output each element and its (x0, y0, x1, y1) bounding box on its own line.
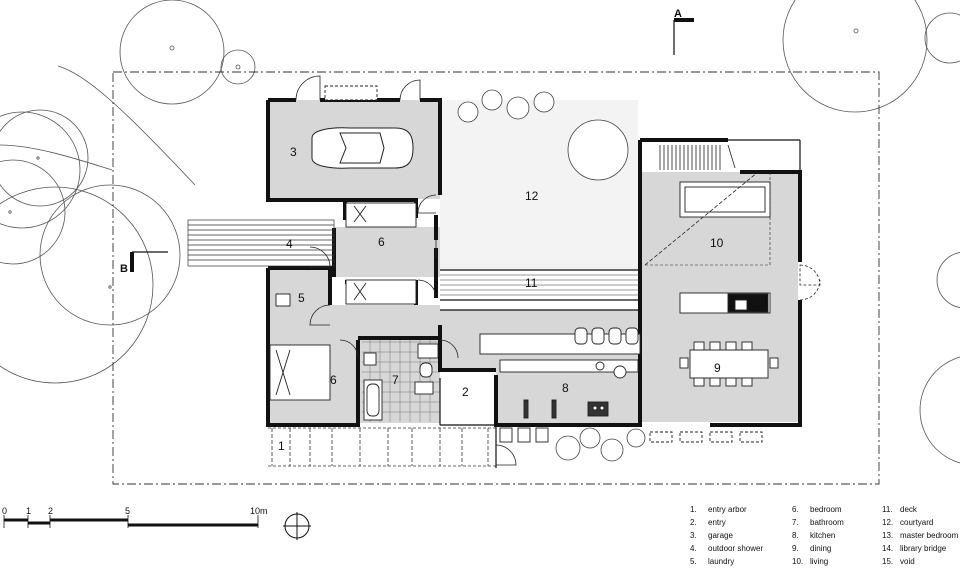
living-furniture (644, 171, 771, 314)
car-outline (311, 127, 414, 169)
north-arrow-icon (283, 512, 311, 540)
room-label-2: 2 (462, 385, 469, 399)
walls (266, 98, 802, 427)
scale-label-0: 0 (2, 506, 7, 516)
room-label-7: 7 (392, 373, 399, 387)
room-label-1: 1 (278, 439, 285, 453)
legend-column-3: 11.deck 12.courtyard 13.master bedroom 1… (882, 503, 958, 568)
room-label-4: 4 (286, 237, 293, 251)
legend-column-2: 6.bedroom 7.bathroom 8.kitchen 9.dining … (792, 503, 844, 568)
deck-boards (440, 274, 640, 296)
legend-item: 4.outdoor shower (690, 544, 764, 553)
legend-item: 7.bathroom (792, 518, 844, 527)
entry-arbor (268, 427, 496, 467)
room-label-9: 9 (714, 361, 721, 375)
room-label-5: 5 (298, 291, 305, 305)
dining-table (679, 341, 779, 387)
legend-item: 9.dining (792, 544, 832, 553)
room-label-10: 10 (710, 236, 724, 250)
section-marker-a-label: A (674, 8, 682, 20)
legend-item: 8.kitchen (792, 531, 836, 540)
room-label-6b: 6 (330, 373, 337, 387)
room-label-12: 12 (525, 189, 539, 203)
scale-label-5: 5 (125, 506, 130, 516)
section-marker-b-shape (130, 251, 168, 272)
outdoor-chairs (324, 85, 763, 443)
shower-deck (187, 219, 335, 267)
legend-item: 14.library bridge (882, 544, 947, 553)
thin-walls (439, 139, 801, 468)
section-marker-a-shape (673, 18, 694, 55)
stair (659, 144, 736, 170)
legend-item: 1.entry arbor (690, 505, 747, 514)
scale-bar-shape (3, 515, 259, 528)
bathroom-fixtures (363, 343, 439, 421)
bar-stools (574, 327, 639, 345)
scale-label-2: 2 (48, 506, 53, 516)
door-swings (295, 75, 821, 466)
legend: 1.entry arbor 2.entry 3.garage 4.outdoor… (690, 503, 958, 566)
room-label-6a: 6 (378, 235, 385, 249)
tree-centers (8, 28, 859, 289)
legend-item: 12.courtyard (882, 518, 934, 527)
scale-label-1: 1 (26, 506, 31, 516)
legend-item: 13.master bedroom (882, 531, 959, 540)
legend-column-1: 1.entry arbor 2.entry 3.garage 4.outdoor… (690, 503, 763, 568)
legend-item: 10.living (792, 557, 829, 566)
room-label-8: 8 (562, 381, 569, 395)
legend-item: 11.deck (882, 505, 917, 514)
legend-item: 15.void (882, 557, 915, 566)
legend-item: 2.entry (690, 518, 726, 527)
property-boundary (112, 71, 880, 485)
tree-outlines (0, 0, 960, 464)
legend-item: 5.laundry (690, 557, 735, 566)
legend-item: 3.garage (690, 531, 733, 540)
legend-item: 6.bedroom (792, 505, 842, 514)
beds (269, 202, 417, 401)
room-label-11: 11 (525, 276, 538, 290)
scale-label-10m: 10m (250, 506, 268, 516)
section-marker-b-label: B (120, 263, 128, 275)
room-label-3: 3 (290, 145, 297, 159)
shrubs (457, 89, 646, 462)
laundry-sink (275, 293, 291, 307)
